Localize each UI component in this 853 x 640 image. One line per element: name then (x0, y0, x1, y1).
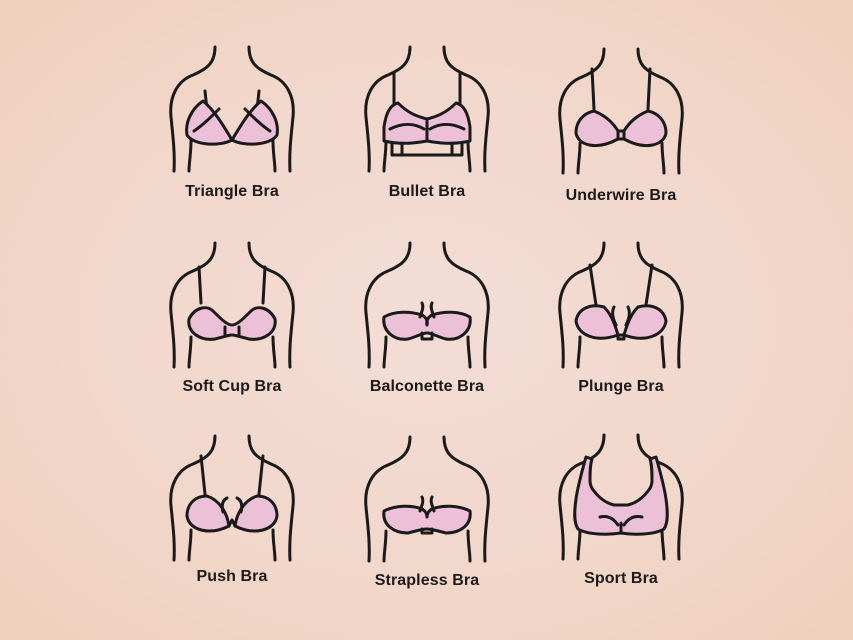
underwire-bra-icon (558, 47, 684, 175)
bra-item-underwire: Underwire Bra (531, 47, 711, 237)
soft-cup-bra-icon (169, 241, 295, 369)
bra-label: Bullet Bra (388, 183, 466, 200)
triangle-bra-icon (169, 45, 295, 173)
bra-label: Plunge Bra (578, 378, 664, 395)
bra-item-triangle: Triangle Bra (142, 45, 322, 235)
bra-label: Triangle Bra (185, 183, 279, 200)
bra-label: Sport Bra (584, 570, 658, 587)
bra-item-balconette: Balconette Bra (337, 241, 517, 431)
sport-bra-icon (558, 433, 684, 561)
bra-item-push: Push Bra (142, 434, 322, 624)
strapless-bra-icon (364, 435, 490, 563)
bra-item-softcup: Soft Cup Bra (142, 241, 322, 431)
bra-item-bullet: Bullet Bra (337, 45, 517, 235)
bra-label: Push Bra (196, 568, 268, 585)
bra-label: Underwire Bra (565, 187, 677, 204)
bra-item-strapless: Strapless Bra (337, 435, 517, 625)
bra-label: Soft Cup Bra (182, 378, 282, 395)
bra-item-sport: Sport Bra (531, 433, 711, 623)
bra-item-plunge: Plunge Bra (531, 241, 711, 431)
bullet-bra-icon (364, 45, 490, 173)
balconette-bra-icon (364, 241, 490, 369)
push-bra-icon (169, 434, 295, 562)
plunge-bra-icon (558, 241, 684, 369)
bra-label: Strapless Bra (374, 572, 480, 589)
bra-label: Balconette Bra (369, 378, 485, 395)
